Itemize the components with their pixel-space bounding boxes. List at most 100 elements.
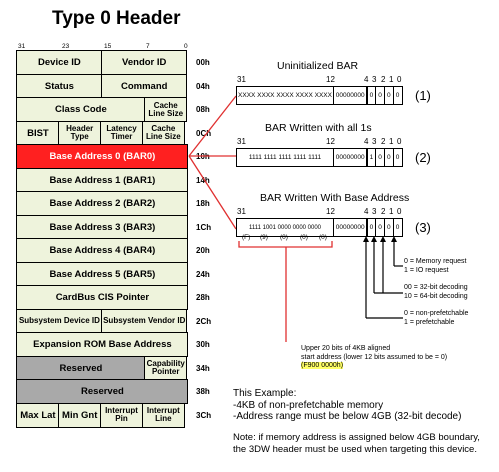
upper-bits-note: Upper 20 bits of 4KB aligned start addre…	[301, 345, 448, 369]
offset-label: 1Ch	[196, 222, 212, 232]
bar-bit-4: 4	[364, 75, 369, 84]
bar-bit-0: 0	[397, 207, 402, 216]
offset-label: 0Ch	[196, 128, 212, 138]
register-field: Header Type	[58, 120, 102, 146]
footnote: Note: if memory address is assigned belo…	[233, 432, 480, 455]
bit-tick: 7	[146, 43, 150, 50]
register-field: Base Address 2 (BAR2)	[16, 191, 189, 217]
bar-space-bit: 0	[392, 86, 403, 105]
page-title: Type 0 Header	[52, 8, 181, 29]
bar-title: BAR Written With Base Address	[260, 192, 410, 204]
register-field: Subsystem Vendor ID	[101, 308, 188, 334]
offset-label: 10h	[196, 152, 210, 162]
offset-label: 08h	[196, 105, 210, 115]
bar-address-bits: XXXX XXXX XXXX XXXX XXXX	[236, 86, 334, 105]
register-row: Expansion ROM Base Address	[16, 332, 189, 358]
bar-bit-3: 3	[372, 75, 377, 84]
bar-bit-2: 2	[381, 75, 386, 84]
bar-bit-4: 4	[364, 207, 369, 216]
offset-label: 14h	[196, 175, 210, 185]
bit-tick: 31	[18, 43, 26, 50]
bar-bit-2: 2	[381, 137, 386, 146]
bar-bit-3: 3	[372, 137, 377, 146]
nibble-label: (0)	[319, 234, 327, 241]
bar-bit-4: 4	[364, 137, 369, 146]
bar-bit-31: 31	[237, 207, 246, 216]
offset-label: 38h	[196, 387, 210, 397]
bar-title: BAR Written with all 1s	[265, 122, 372, 134]
register-field: Cache Line Size	[141, 120, 185, 146]
register-field: Base Address 0 (BAR0)	[16, 144, 189, 170]
bar-bit-1: 1	[389, 75, 394, 84]
register-field: Class Code	[16, 97, 146, 123]
bar-bit-3: 3	[372, 207, 377, 216]
register-row: Base Address 5 (BAR5)	[16, 261, 189, 287]
bit-tick: 15	[104, 43, 112, 50]
register-field: Expansion ROM Base Address	[16, 332, 189, 358]
register-field: Base Address 4 (BAR4)	[16, 238, 189, 264]
offset-label: 30h	[196, 340, 210, 350]
register-row: Reserved	[16, 379, 189, 405]
bar-low-bits: 00000000	[332, 218, 368, 237]
bar-low-bits: 00000000	[332, 86, 368, 105]
example-block: This Example: -4KB of non-prefetchable m…	[233, 388, 462, 422]
bar-bit-0: 0	[397, 137, 402, 146]
bar-bit-0: 0	[397, 75, 402, 84]
register-field: Reserved	[16, 379, 189, 405]
register-field: Reserved	[16, 355, 146, 381]
bar-space-bit: 0	[392, 148, 403, 167]
bar-space-bit: 0	[392, 218, 403, 237]
offset-label: 34h	[196, 363, 210, 373]
nibble-label: (0)	[300, 234, 308, 241]
register-field: Vendor ID	[101, 50, 188, 76]
register-row: Base Address 0 (BAR0)	[16, 144, 189, 170]
bar-bit-31: 31	[237, 75, 246, 84]
bar-address-bits: 1111 1111 1111 1111 1111	[236, 148, 334, 167]
bar-number: (1)	[415, 88, 431, 103]
nibble-label: (9)	[260, 234, 268, 241]
bar-low-bits: 00000000	[332, 148, 368, 167]
bar-title: Uninitialized BAR	[277, 60, 359, 72]
bit-tick: 0	[184, 43, 188, 50]
register-field: Min Gnt	[58, 402, 102, 428]
upper-value-highlight: (F900 0000h)	[301, 362, 344, 369]
register-field: Interrupt Line	[141, 402, 185, 428]
bit-tick: 23	[62, 43, 70, 50]
offset-label: 2Ch	[196, 316, 212, 326]
register-field: BIST	[16, 120, 60, 146]
nibble-label: (F)	[242, 234, 251, 241]
bar-bit-1: 1	[389, 137, 394, 146]
register-field: Device ID	[16, 50, 103, 76]
offset-label: 28h	[196, 293, 210, 303]
offset-label: 3Ch	[196, 410, 212, 420]
bar-bit-12: 12	[326, 75, 335, 84]
offset-label: 00h	[196, 58, 210, 68]
bar-bit-31: 31	[237, 137, 246, 146]
bar-number: (2)	[415, 150, 431, 165]
offset-label: 04h	[196, 81, 210, 91]
offset-label: 24h	[196, 269, 210, 279]
bar-bit-1: 1	[389, 207, 394, 216]
bar-bit-12: 12	[326, 207, 335, 216]
bar-bit-12: 12	[326, 137, 335, 146]
bar-number: (3)	[415, 220, 431, 235]
register-row: Base Address 2 (BAR2)	[16, 191, 189, 217]
nibble-label: (0)	[280, 234, 288, 241]
register-row: Base Address 4 (BAR4)	[16, 238, 189, 264]
